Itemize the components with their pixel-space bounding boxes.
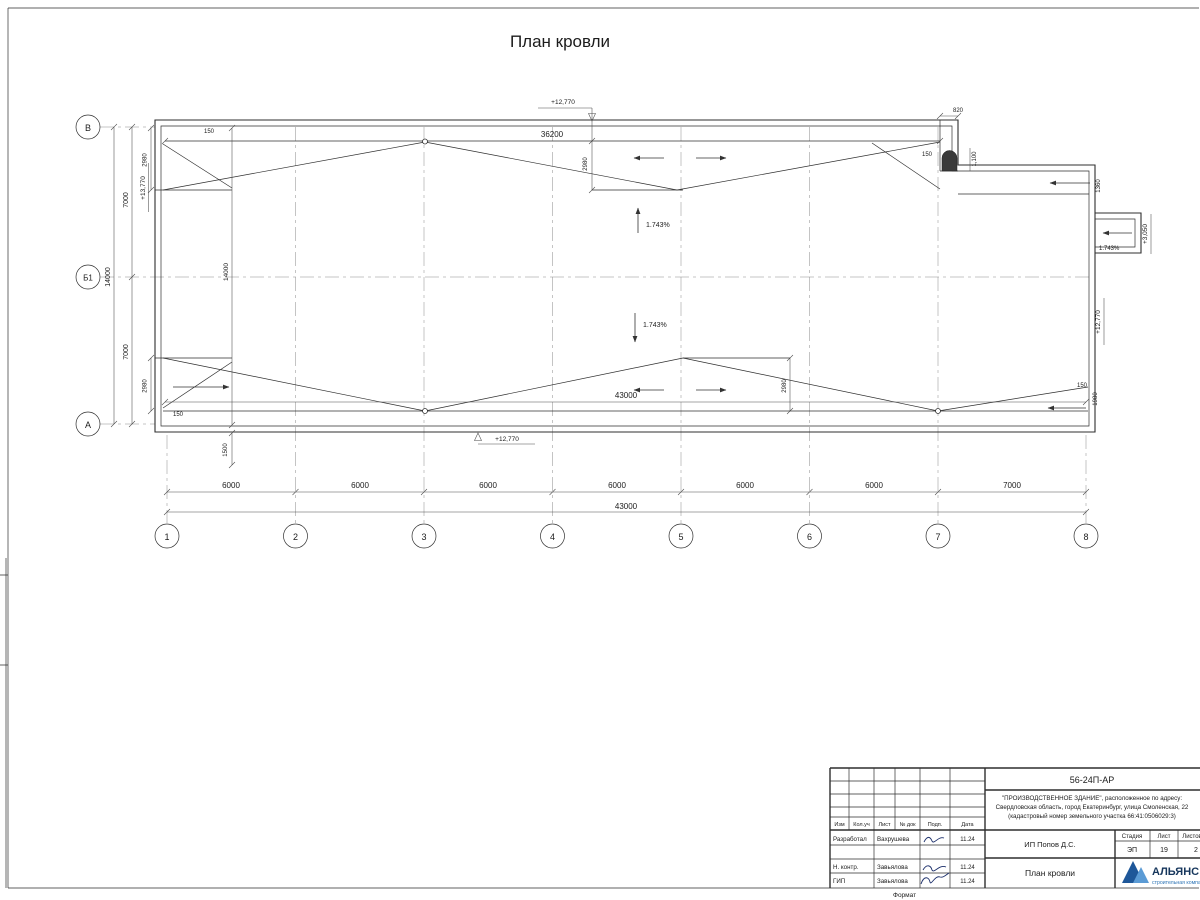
dim-inner-14000: 14000 [223,263,230,281]
dim-seg-5: 6000 [736,481,754,490]
tb-list-label: Лист [1157,834,1170,840]
dim-seg-2: 6000 [351,481,369,490]
dim-seg-3: 6000 [479,481,497,490]
sheet-frame [0,7,1199,889]
roof-drain-2 [422,408,428,414]
axis-3: 3 [421,532,426,542]
tb-list-value: 19 [1160,847,1168,854]
signature-2 [922,865,947,872]
tb-desc-line1: "ПРОИЗВОДСТВЕННОЕ ЗДАНИЕ", расположенное… [1002,795,1182,802]
logo-company-name: АЛЬЯНС [1152,866,1199,878]
tb-stage-value: ЭП [1127,847,1137,854]
axis-7: 7 [935,532,940,542]
elev-top: +12,770 [551,99,575,106]
dim-1980: 1980 [1093,392,1099,406]
tb-col-data: Дата [961,822,974,828]
format-label: Формат [893,892,916,899]
tb-date-3: 11.24 [960,879,975,885]
dim-2980-bc: 2980 [782,379,788,393]
tb-stage-label: Стадия [1122,834,1142,840]
roof-hatch-symbol [941,150,958,172]
dim-top-span: 36200 [541,130,564,139]
axis-4: 4 [550,532,555,542]
axis-bubbles-left: В Б1 А [75,114,101,437]
axis-a: А [85,420,91,430]
bottom-dimension-chain: 6000 6000 6000 6000 6000 6000 7000 43000 [163,481,1090,516]
roof-drain-1 [422,138,428,145]
axis-5: 5 [678,532,683,542]
dim-7000-upper: 7000 [123,192,130,208]
building-outline [154,119,1142,433]
dim-2980-tl: 2980 [143,153,149,167]
axis-8: 8 [1083,532,1088,542]
tb-desc-line3: (кадастровый номер земельного участка 66… [1008,813,1176,820]
tb-desc-line2: Свердловская область, город Екатеринбург… [996,804,1189,811]
tb-role-2: Н. контр. [833,864,859,871]
tb-role-3: ГИП [833,878,845,885]
slope-label-outlet: 1.743% [1099,246,1120,252]
axis-2: 2 [293,532,298,542]
tb-col-koluch: Кол.уч [853,822,870,828]
axis-v: В [85,123,91,133]
axis-b1: Б1 [83,274,93,283]
tb-role-1: Разработал [833,836,867,843]
axis-6: 6 [807,532,812,542]
dim-2980-bl: 2980 [143,379,149,393]
dim-seg-4: 6000 [608,481,626,490]
tb-name-2: Завьялова [877,864,908,871]
logo-company-subtitle: строительная компания [1152,880,1200,886]
roof-drain-3 [935,408,941,414]
dim-1500: 1500 [223,443,229,457]
elev-outlet: +3,050 [1142,224,1149,244]
tb-name-3: Завьялова [877,878,908,885]
dim-150-tr: 150 [922,152,933,158]
dim-820: 820 [953,108,964,114]
elevation-marks: +12,770 +13,770 +12,770 +12,770 +3,050 [140,99,1152,445]
title-block: Изм Кол.уч Лист № док Подп. Дата Разрабо… [829,767,1200,899]
roof-slope-lines [155,138,1089,414]
dim-seg-1: 6000 [222,481,240,490]
slope-label-up: 1.743% [646,222,670,229]
dim-seg-6: 6000 [865,481,883,490]
dim-150-bl: 150 [173,412,184,418]
tb-sheet-title: План кровли [1025,868,1075,878]
logo-triangle-light [1133,867,1149,883]
dim-bottom-total: 43000 [615,502,638,511]
dim-150-tl: 150 [204,129,215,135]
tb-col-izm: Изм [834,822,844,828]
dim-seg-7: 7000 [1003,481,1021,490]
interior-dimensions: 36200 43000 2980 2980 2980 2980 150 150 … [143,108,1102,469]
tb-client: ИП Попов Д.С. [1024,840,1075,849]
axis-bubbles-bottom: 1 2 3 4 5 6 7 8 [154,523,1099,549]
dim-1360: 1360 [1096,179,1102,193]
tb-name-1: Вахрушева [877,836,910,843]
tb-date-2: 11.24 [960,865,975,871]
tb-listov-value: 2 [1194,847,1198,854]
tb-col-list: Лист [879,822,891,828]
dim-2980-tc: 2980 [583,157,589,171]
dim-1100: 1,100 [972,151,978,167]
elev-left: +13,770 [140,176,147,200]
tb-listov-label: Листов [1182,834,1200,840]
left-dimension-chain: 7000 7000 14000 [105,123,136,428]
elev-bottom: +12,770 [495,436,519,443]
tb-col-dok: № док [899,822,916,828]
dim-14000-total: 14000 [105,267,112,287]
dim-7000-lower: 7000 [123,344,130,360]
tb-date-1: 11.24 [960,837,975,843]
slope-label-down: 1.743% [643,322,667,329]
signature-1 [923,836,945,843]
axis-grid-lines [100,126,1089,523]
elev-right: +12,770 [1095,310,1102,334]
tb-doc-number: 56-24П-АР [1070,775,1115,785]
dim-mid-total: 43000 [615,391,638,400]
dim-150-br: 150 [1077,383,1088,389]
slope-arrows [173,155,1132,411]
tb-col-podp: Подп. [928,822,943,828]
axis-1: 1 [164,532,169,542]
signature-3 [920,872,950,885]
page-title: План кровли [510,32,610,51]
